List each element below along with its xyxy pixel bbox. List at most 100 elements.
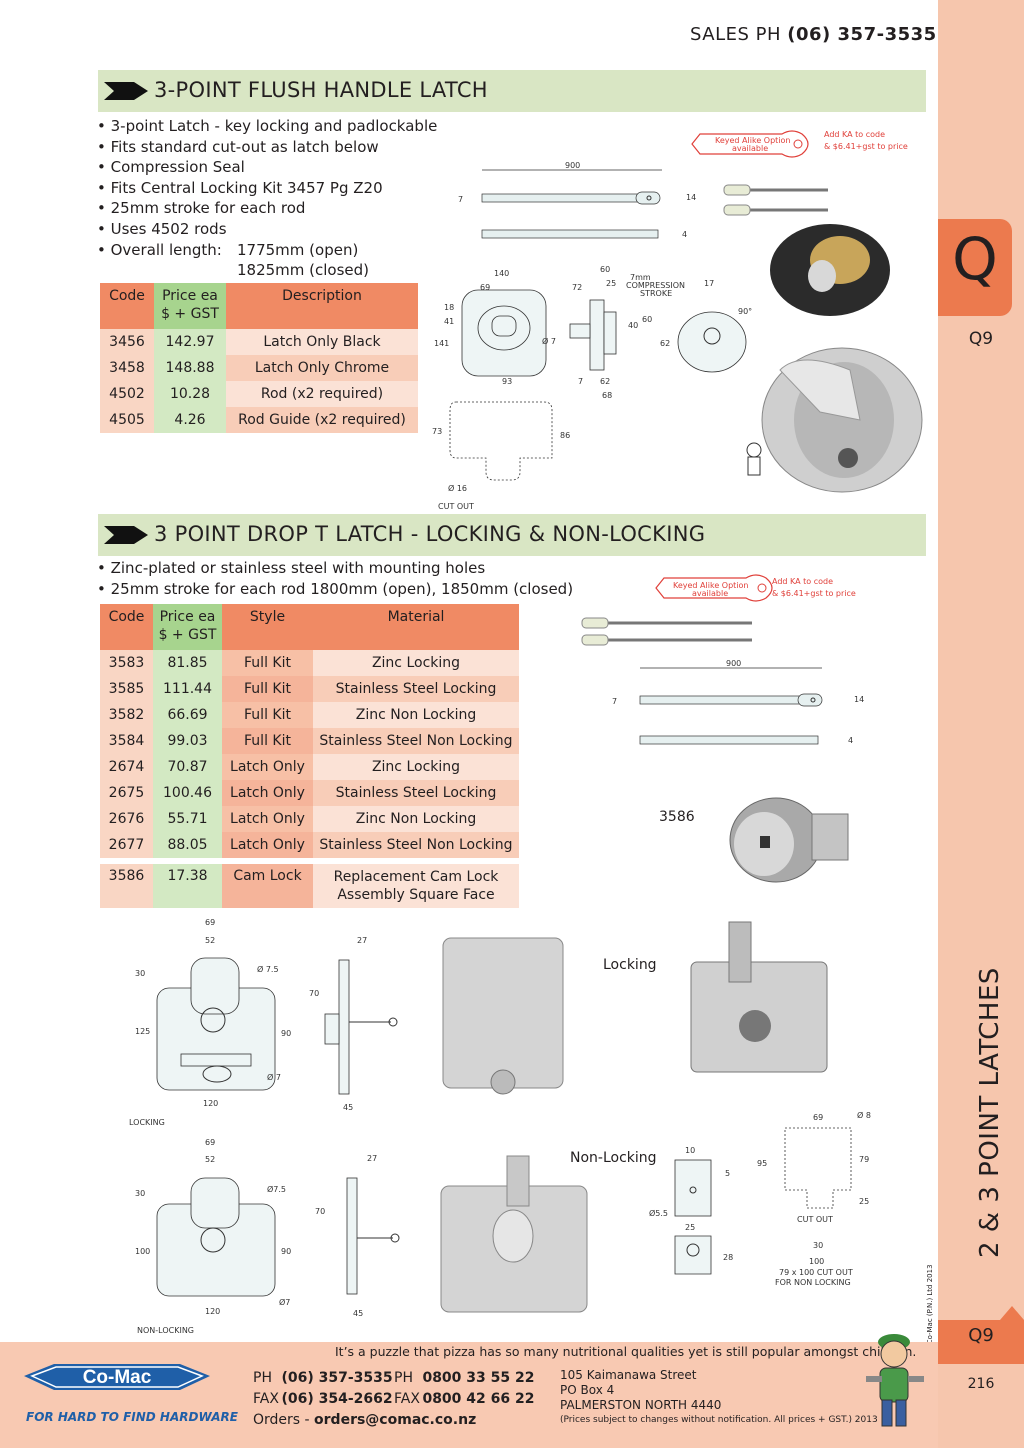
- locking-drawing-label: LOCKING: [129, 1118, 165, 1127]
- svg-text:4: 4: [848, 736, 853, 745]
- svg-text:14: 14: [686, 193, 696, 202]
- mascot-icon: [866, 1334, 924, 1427]
- svg-text:79: 79: [859, 1155, 869, 1164]
- svg-text:60: 60: [600, 265, 610, 274]
- svg-text:5: 5: [725, 1169, 730, 1178]
- header-material: Material: [313, 604, 519, 650]
- bullet: • Fits standard cut-out as latch below: [97, 137, 379, 156]
- bullet-overall-closed: 1825mm (closed): [97, 260, 437, 281]
- locking-latch-rear-photo: [442, 937, 564, 1089]
- svg-text:25: 25: [606, 279, 616, 288]
- section2-bullets: • Zinc-plated or stainless steel with mo…: [97, 558, 573, 599]
- section1-banner: 3-POINT FLUSH HANDLE LATCH: [98, 70, 926, 112]
- page-number: 216: [967, 1376, 995, 1392]
- svg-text:28: 28: [723, 1253, 733, 1262]
- bullet: • Zinc-plated or stainless steel with mo…: [97, 559, 486, 577]
- svg-text:14: 14: [854, 695, 864, 704]
- svg-text:Keyed Alike Option: Keyed Alike Option: [673, 581, 748, 590]
- bullet: • Compression Seal: [97, 158, 245, 177]
- table-row-cam-lock: 3586 17.38 Cam Lock Replacement Cam Lock…: [100, 864, 519, 908]
- footer-phones: PH (06) 357-3535 FAX (06) 354-2662 Order…: [253, 1370, 477, 1428]
- svg-text:45: 45: [343, 1103, 353, 1112]
- svg-text:60: 60: [642, 315, 652, 324]
- svg-text:93: 93: [502, 377, 512, 386]
- svg-text:45: 45: [353, 1309, 363, 1318]
- svg-text:available: available: [732, 144, 768, 153]
- section1-title: 3-POINT FLUSH HANDLE LATCH: [154, 78, 488, 102]
- section2-price-table: Code Price ea$ + GST Style Material 3583…: [100, 604, 519, 908]
- svg-text:30: 30: [135, 1189, 145, 1198]
- footer-fax: (06) 354-2662: [281, 1391, 393, 1407]
- svg-text:69: 69: [813, 1113, 823, 1122]
- svg-text:7: 7: [578, 377, 583, 386]
- svg-text:79 x 100 CUT OUT: 79 x 100 CUT OUT: [779, 1268, 853, 1277]
- section-letter: Q: [952, 225, 998, 293]
- svg-text:7: 7: [458, 195, 463, 204]
- header-description: Description: [226, 283, 418, 329]
- cam-lock-code-label: 3586: [659, 809, 695, 825]
- svg-text:FOR NON LOCKING: FOR NON LOCKING: [775, 1278, 851, 1287]
- orders-email-link[interactable]: orders@comac.co.nz: [314, 1412, 477, 1428]
- bullet: • 25mm stroke for each rod 1800mm (open)…: [97, 579, 574, 598]
- keyed-alike-key-icon: Keyed Alike Option available: [691, 130, 809, 158]
- ka-note-2: & $6.41+gst to price: [772, 589, 856, 598]
- section1-technical-drawings: Keyed Alike Option available Add KA to c…: [432, 130, 923, 511]
- svg-text:27: 27: [367, 1154, 377, 1163]
- svg-text:Ø 7: Ø 7: [267, 1072, 281, 1082]
- ka-note-1: Add KA to code: [772, 577, 833, 586]
- svg-text:10: 10: [685, 1146, 695, 1155]
- svg-text:100: 100: [135, 1247, 150, 1256]
- bullet: • 25mm stroke for each rod: [97, 199, 306, 218]
- svg-text:30: 30: [135, 969, 145, 978]
- svg-text:90°: 90°: [738, 307, 752, 316]
- svg-text:86: 86: [560, 431, 570, 440]
- svg-text:Ø 16: Ø 16: [448, 483, 467, 493]
- header-price: Price ea$ + GST: [153, 604, 222, 650]
- svg-text:41: 41: [444, 317, 454, 326]
- svg-text:140: 140: [494, 269, 509, 278]
- svg-text:125: 125: [135, 1027, 150, 1036]
- non-locking-label: Non-Locking: [570, 1150, 657, 1166]
- svg-text:Co-Mac: Co-Mac: [83, 1367, 152, 1388]
- footer-freephone: 0800 33 55 22: [422, 1370, 535, 1386]
- svg-text:4: 4: [682, 230, 687, 239]
- section2-title: 3 POINT DROP T LATCH - LOCKING & NON-LOC…: [154, 522, 706, 546]
- comac-logo: Co-Mac: [24, 1364, 210, 1390]
- section2-technical-drawings: 69 52 30 125 90 Ø 7.5 Ø 7 120 LOCKING 27…: [129, 918, 871, 1335]
- svg-text:STROKE: STROKE: [640, 289, 672, 298]
- svg-text:69: 69: [205, 1138, 215, 1147]
- section2-banner: 3 POINT DROP T LATCH - LOCKING & NON-LOC…: [98, 514, 926, 556]
- header-code: Code: [100, 283, 154, 329]
- section-q-tab[interactable]: [938, 219, 1012, 316]
- svg-text:CUT OUT: CUT OUT: [438, 502, 474, 511]
- header-price: Price ea$ + GST: [154, 283, 226, 329]
- keyed-alike-key-icon: Keyed Alike Option available: [655, 574, 773, 602]
- svg-text:95: 95: [757, 1159, 767, 1168]
- svg-text:70: 70: [309, 989, 319, 998]
- arrow-icon: [104, 82, 148, 100]
- bullet: • Fits Central Locking Kit 3457 Pg Z20: [97, 178, 383, 197]
- svg-text:27: 27: [357, 936, 367, 945]
- svg-text:Ø 8: Ø 8: [857, 1110, 871, 1120]
- footer-phone: (06) 357-3535: [281, 1370, 393, 1386]
- header-style: Style: [222, 604, 313, 650]
- svg-text:40: 40: [628, 321, 638, 330]
- mascot-icon: [746, 442, 762, 476]
- svg-text:25: 25: [685, 1223, 695, 1232]
- svg-text:69: 69: [205, 918, 215, 927]
- svg-text:18: 18: [444, 303, 454, 312]
- overall-closed: 1825mm (closed): [237, 261, 370, 280]
- svg-text:7: 7: [612, 697, 617, 706]
- header-code: Code: [100, 604, 153, 650]
- svg-text:62: 62: [600, 377, 610, 386]
